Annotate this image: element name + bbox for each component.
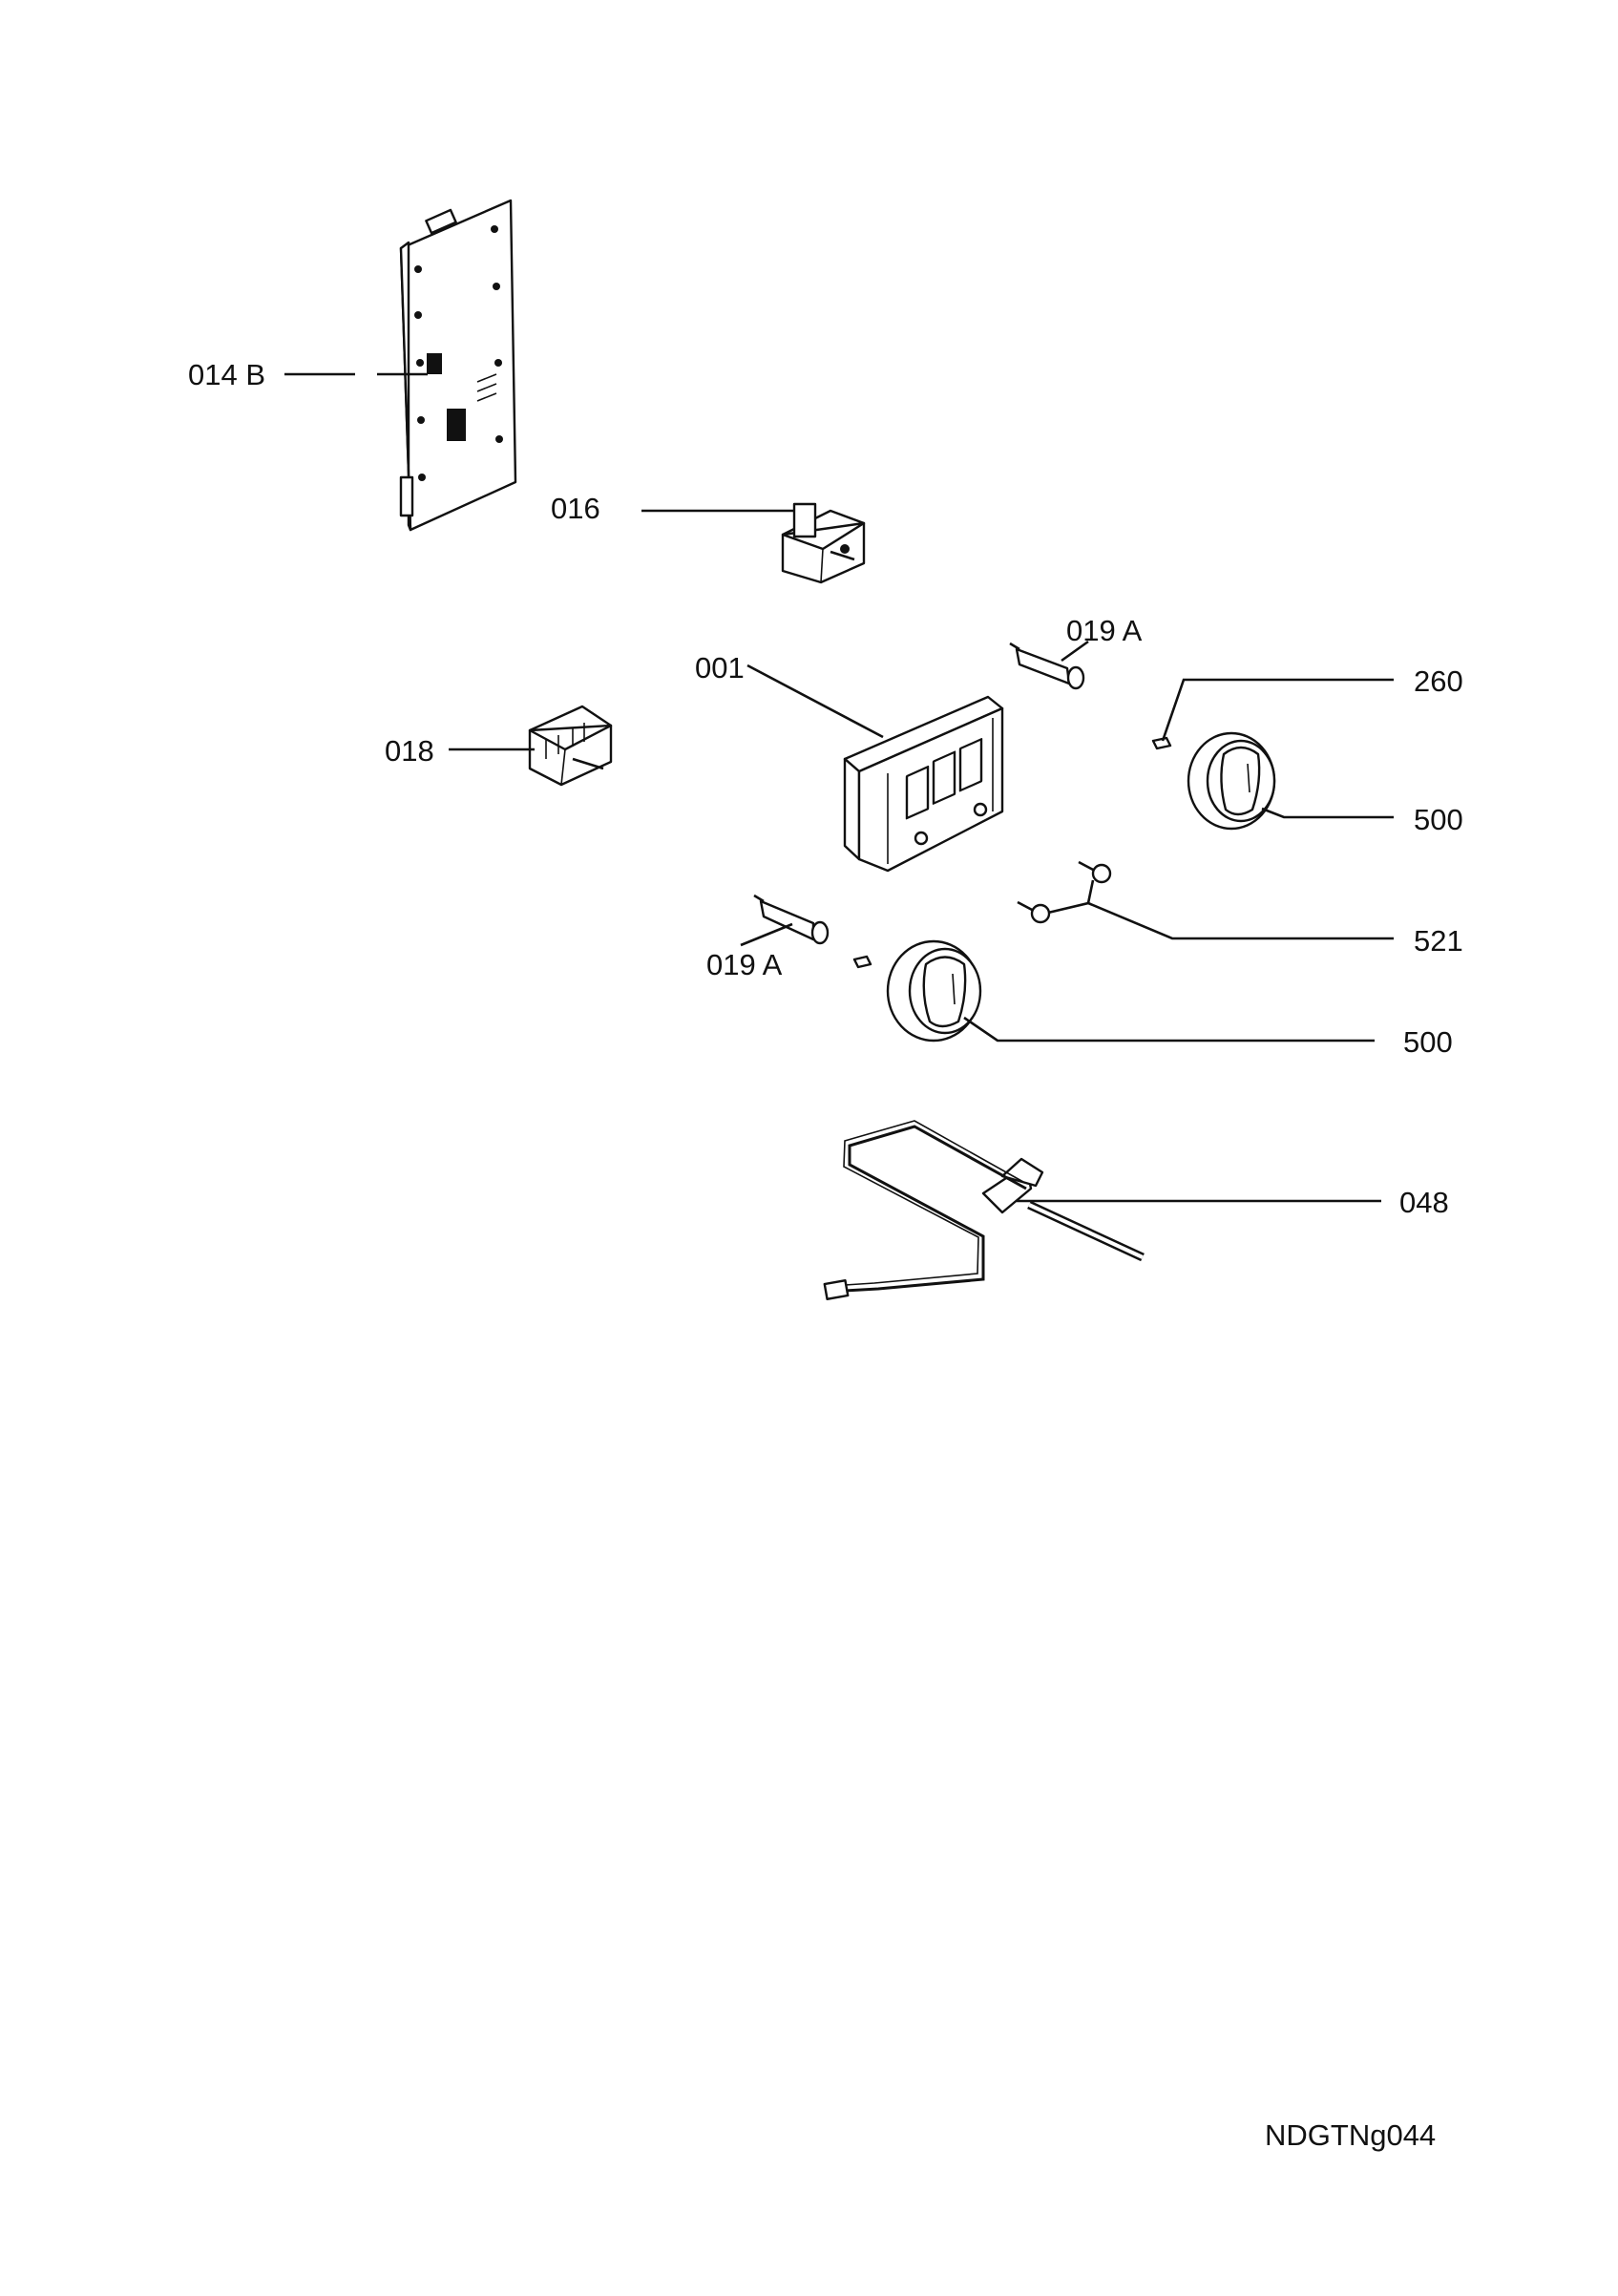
timer-display-001 — [843, 695, 1004, 873]
small-clip — [852, 955, 872, 969]
label-016: 016 — [551, 492, 600, 525]
lamp-019a-bottom — [753, 894, 830, 945]
leader-500-right — [1261, 807, 1394, 819]
knob-500-bottom — [886, 939, 982, 1043]
leader-019a-top — [1061, 640, 1089, 663]
leader-521-b — [1087, 901, 1394, 940]
label-500-bottom: 500 — [1403, 1025, 1453, 1059]
label-500-right: 500 — [1414, 803, 1463, 836]
leader-260 — [1161, 678, 1394, 742]
selector-switch-018 — [528, 705, 613, 787]
leader-521-a — [1047, 879, 1095, 915]
leader-500-bottom — [963, 1016, 1375, 1043]
knob-500-right — [1187, 731, 1276, 831]
temperature-probe-048 — [823, 1120, 1145, 1300]
switch-016 — [781, 502, 866, 584]
clip-260 — [1151, 736, 1172, 750]
label-018: 018 — [385, 734, 434, 768]
leader-019a-bottom — [740, 922, 793, 947]
drawing-code: NDGTNg044 — [1265, 2118, 1436, 2152]
label-019a-bottom: 019 A — [706, 948, 783, 981]
label-014b: 014 B — [188, 358, 265, 391]
label-019a-top: 019 A — [1066, 614, 1143, 647]
screws-521 — [1017, 860, 1112, 924]
leader-001 — [746, 664, 884, 739]
label-001: 001 — [695, 651, 745, 685]
label-260: 260 — [1414, 664, 1463, 698]
label-521: 521 — [1414, 924, 1463, 958]
label-048: 048 — [1399, 1186, 1449, 1219]
pcb-board-014b — [399, 199, 517, 532]
lamp-019a-top — [1009, 642, 1085, 690]
